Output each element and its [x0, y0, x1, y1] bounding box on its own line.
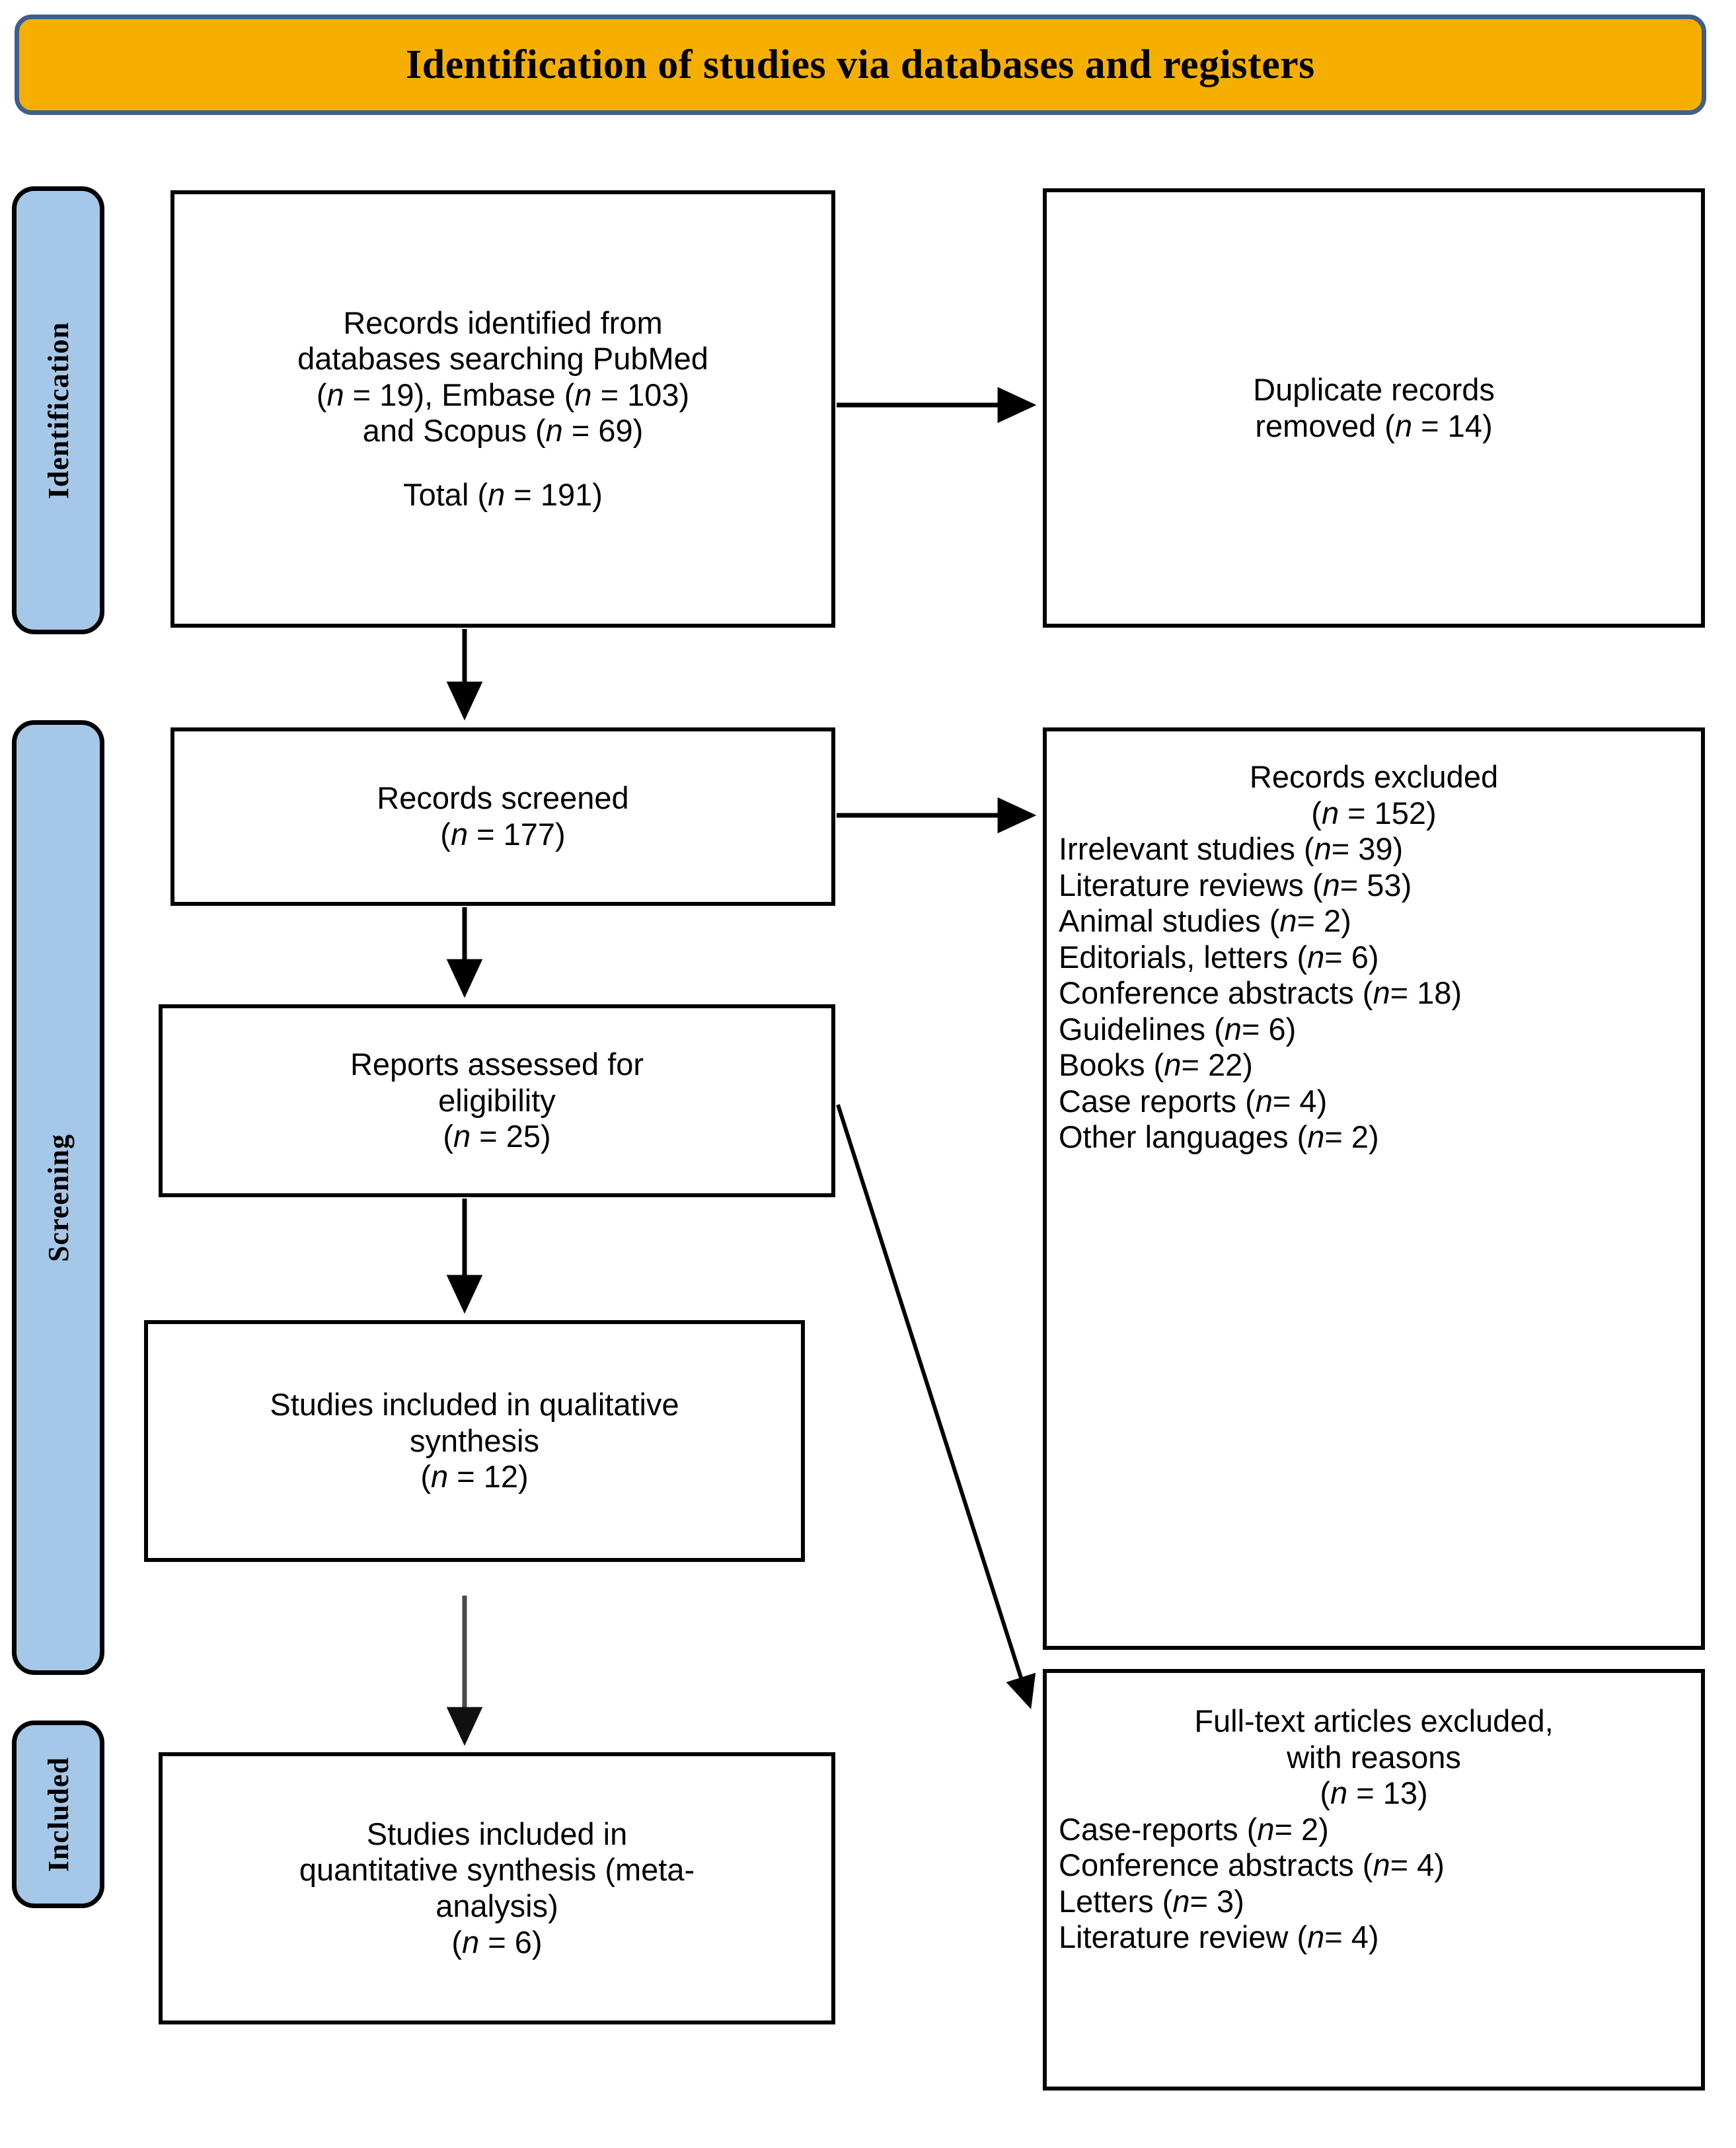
phase-screening: Screening [12, 720, 104, 1675]
arrow-assessed-to-fulltext [836, 1104, 1036, 1709]
records-excluded-reason-2: Literature reviews (n= 53) [1059, 867, 1412, 903]
records-identified-line-1: Records identified from [343, 305, 663, 340]
box-records-screened: Records screened (n = 177) [170, 727, 835, 906]
phase-included-label: Included [42, 1756, 75, 1872]
records-excluded-reason-9: Other languages (n= 2) [1059, 1119, 1379, 1155]
box-records-identified: Records identified from databases search… [170, 190, 835, 628]
records-excluded-header-2: (n = 152) [1311, 795, 1437, 831]
duplicates-line-1: Duplicate records [1253, 371, 1495, 407]
box-fulltext-excluded: Full-text articles excluded, with reason… [1043, 1669, 1705, 2091]
diagram-title-banner: Identification of studies via databases … [15, 15, 1706, 115]
qualitative-line-1: Studies included in qualitative [270, 1387, 679, 1423]
records-screened-line-1: Records screened [377, 780, 629, 816]
fulltext-excluded-reason-4: Literature review (n= 4) [1059, 1919, 1379, 1955]
box-reports-assessed: Reports assessed for eligibility (n = 25… [159, 1004, 835, 1197]
records-identified-line-4: and Scopus (n = 69) [362, 413, 644, 449]
qualitative-line-2: synthesis [410, 1423, 539, 1458]
records-excluded-reason-6: Guidelines (n= 6) [1059, 1011, 1297, 1047]
fulltext-excluded-reason-1: Case-reports (n= 2) [1059, 1811, 1329, 1847]
records-excluded-reason-7: Books (n= 22) [1059, 1047, 1253, 1083]
quantitative-line-1: Studies included in [366, 1816, 628, 1851]
fulltext-excluded-reason-3: Letters (n= 3) [1059, 1883, 1244, 1919]
records-identified-total: Total (n = 191) [403, 476, 603, 512]
qualitative-line-3: (n = 12) [420, 1459, 529, 1495]
box-records-excluded: Records excluded (n = 152) Irrelevant st… [1043, 727, 1705, 1650]
phase-screening-label: Screening [42, 1133, 75, 1262]
records-excluded-reason-1: Irrelevant studies (n= 39) [1059, 831, 1404, 867]
phase-identification: Identification [12, 186, 104, 634]
records-screened-line-2: (n = 177) [440, 817, 566, 852]
records-excluded-reason-4: Editorials, letters (n= 6) [1059, 939, 1379, 975]
reports-assessed-line-2: eligibility [438, 1082, 556, 1118]
fulltext-excluded-reason-2: Conference abstracts (n= 4) [1059, 1847, 1445, 1883]
reports-assessed-line-3: (n = 25) [443, 1119, 551, 1154]
fulltext-excluded-header-2: with reasons [1287, 1739, 1461, 1775]
quantitative-line-2: quantitative synthesis (meta- [299, 1852, 695, 1888]
records-excluded-reason-5: Conference abstracts (n= 18) [1059, 975, 1462, 1011]
records-identified-line-3: (n = 19), Embase (n = 103) [316, 377, 690, 412]
diagram-title: Identification of studies via databases … [406, 42, 1315, 87]
box-duplicate-records-removed: Duplicate records removed (n = 14) [1043, 188, 1705, 628]
duplicates-line-2: removed (n = 14) [1255, 408, 1493, 443]
records-excluded-header-1: Records excluded [1249, 759, 1499, 794]
phase-included: Included [12, 1721, 104, 1908]
phase-identification-label: Identification [42, 321, 75, 500]
records-excluded-reason-8: Case reports (n= 4) [1059, 1083, 1328, 1119]
box-quantitative-synthesis: Studies included in quantitative synthes… [159, 1752, 835, 2024]
box-qualitative-synthesis: Studies included in qualitative synthesi… [144, 1320, 805, 1562]
fulltext-excluded-header-3: (n = 13) [1320, 1775, 1428, 1811]
records-identified-line-2: databases searching PubMed [297, 341, 708, 377]
fulltext-excluded-header-1: Full-text articles excluded, [1194, 1703, 1554, 1738]
quantitative-line-4: (n = 6) [451, 1924, 543, 1960]
records-excluded-reason-3: Animal studies (n= 2) [1059, 903, 1351, 939]
reports-assessed-line-1: Reports assessed for [350, 1047, 644, 1082]
quantitative-line-3: analysis) [435, 1888, 558, 1923]
